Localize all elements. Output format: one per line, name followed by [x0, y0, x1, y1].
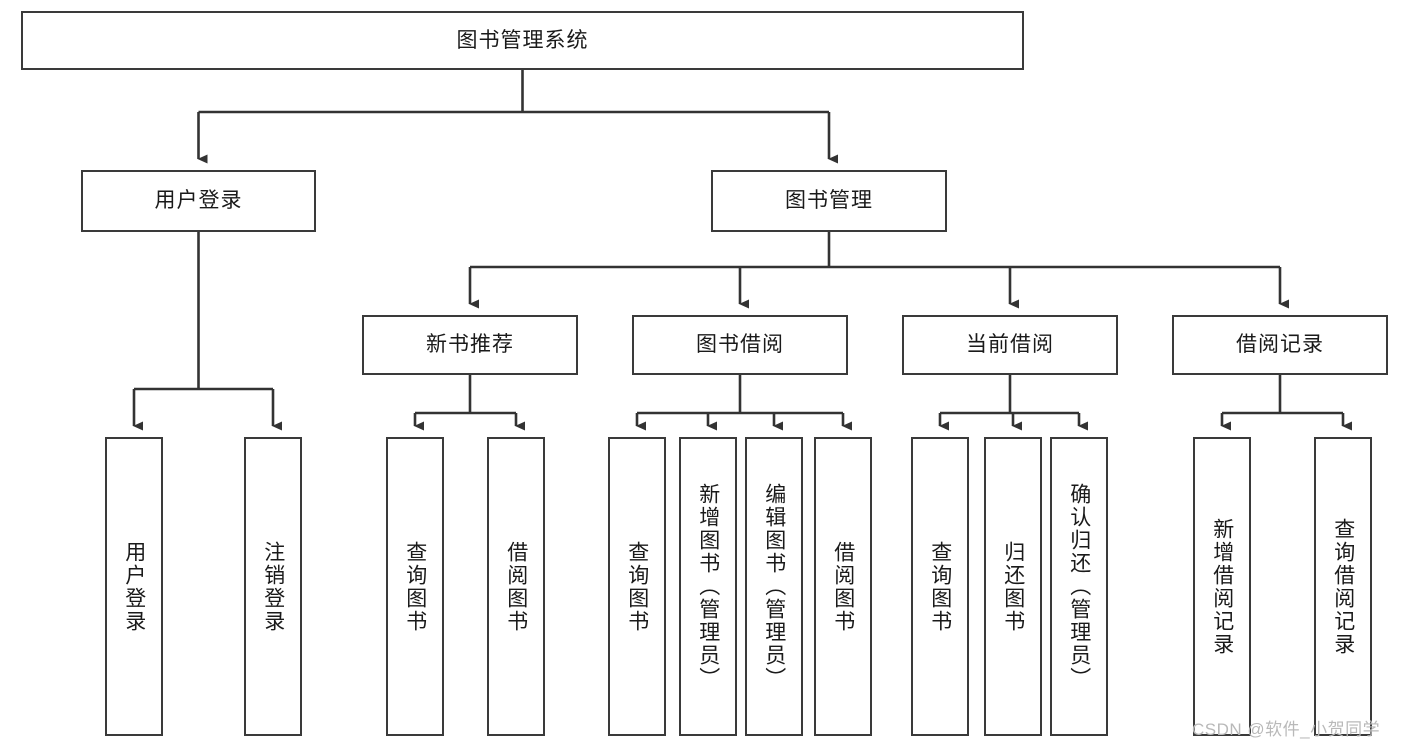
- node-label: 归还图书: [1001, 540, 1025, 633]
- node-label: 查询图书: [625, 540, 649, 633]
- csdn-watermark: CSDN @软件_小贺同学: [1192, 720, 1381, 739]
- node-leaf-bo-ed[interactable]: 编辑图书（管理员）: [745, 437, 803, 736]
- node-label: 确认归还（管理员）: [1067, 483, 1091, 690]
- node-leaf-cu-r[interactable]: 归还图书: [984, 437, 1042, 736]
- node-label: 图书借阅: [696, 333, 784, 357]
- node-leaf-re-q[interactable]: 查询借阅记录: [1314, 437, 1372, 736]
- node-label: 当前借阅: [966, 333, 1054, 357]
- node-leaf-nb-b[interactable]: 借阅图书: [487, 437, 545, 736]
- node-label: 借阅图书: [504, 540, 528, 633]
- node-label: 新增借阅记录: [1210, 517, 1234, 656]
- node-leaf-cu-c[interactable]: 确认归还（管理员）: [1050, 437, 1108, 736]
- node-leaf-bo-q[interactable]: 查询图书: [608, 437, 666, 736]
- node-root[interactable]: 图书管理系统: [21, 11, 1024, 70]
- node-login[interactable]: 用户登录: [81, 170, 316, 232]
- node-label: 编辑图书（管理员）: [762, 483, 786, 690]
- node-borrow[interactable]: 图书借阅: [632, 315, 848, 375]
- node-leaf-nb-q[interactable]: 查询图书: [386, 437, 444, 736]
- node-leaf-bo-b[interactable]: 借阅图书: [814, 437, 872, 736]
- node-leaf-login[interactable]: 用户登录: [105, 437, 163, 736]
- node-label: 用户登录: [154, 189, 243, 213]
- node-newbook[interactable]: 新书推荐: [362, 315, 578, 375]
- node-label: 查询图书: [928, 540, 952, 633]
- node-label: 借阅记录: [1236, 333, 1324, 357]
- node-label: 查询图书: [403, 540, 427, 633]
- node-current[interactable]: 当前借阅: [902, 315, 1118, 375]
- node-label: 图书管理: [785, 189, 873, 213]
- node-label: 新增图书（管理员）: [696, 483, 720, 690]
- node-leaf-logout[interactable]: 注销登录: [244, 437, 302, 736]
- node-leaf-bo-add[interactable]: 新增图书（管理员）: [679, 437, 737, 736]
- node-label: 图书管理系统: [456, 28, 589, 52]
- node-label: 注销登录: [261, 540, 285, 633]
- node-label: 新书推荐: [426, 333, 514, 357]
- node-leaf-re-add[interactable]: 新增借阅记录: [1193, 437, 1251, 736]
- node-bookmgmt[interactable]: 图书管理: [711, 170, 947, 232]
- node-records[interactable]: 借阅记录: [1172, 315, 1388, 375]
- node-label: 借阅图书: [831, 540, 855, 633]
- node-label: 查询借阅记录: [1331, 517, 1355, 656]
- node-leaf-cu-q[interactable]: 查询图书: [911, 437, 969, 736]
- node-label: 用户登录: [122, 540, 146, 633]
